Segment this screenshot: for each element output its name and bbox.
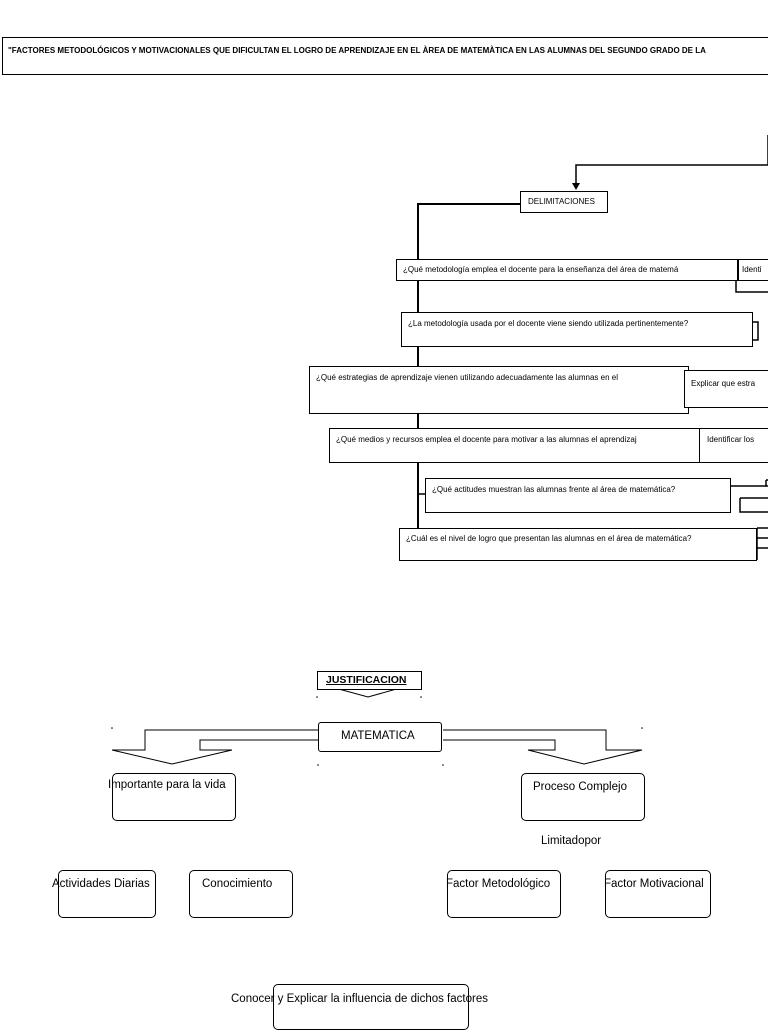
justificacion-label: JUSTIFICACION [326, 674, 407, 686]
question-box-1: ¿Qué metodología emplea el docente para … [396, 259, 738, 281]
diagram-title: "FACTORES METODOLÓGICOS Y MOTIVACIONALES… [8, 46, 706, 55]
side-text-4: Identificar los [707, 435, 755, 444]
title-box: "FACTORES METODOLÓGICOS Y MOTIVACIONALES… [2, 37, 768, 75]
conocimiento-box: Conocimiento [189, 870, 293, 918]
conocer-box [273, 984, 469, 1030]
side-text-3: Explicar que estra [691, 379, 756, 388]
question-box-2: ¿La metodología usada por el docente vie… [401, 312, 753, 347]
factor-metodologico-label: Factor Metodológico [446, 878, 551, 890]
side-box-4: Identificar los [699, 428, 768, 463]
question-text-1: ¿Qué metodología emplea el docente para … [403, 265, 679, 274]
matematica-box: MATEMATICA [318, 722, 442, 752]
factor-motivacional-label: Factor Motivacional [604, 878, 704, 890]
conocimiento-label: Conocimiento [202, 878, 273, 890]
justificacion-box: JUSTIFICACION [317, 671, 422, 690]
actividades-label: Actividades Diarias [52, 878, 150, 890]
matematica-label: MATEMATICA [341, 730, 415, 742]
importante-box [112, 773, 236, 821]
conocer-label: Conocer y Explicar la influencia de dich… [231, 993, 488, 1005]
actividades-box [58, 870, 156, 918]
question-box-6: ¿Cuál es el nivel de logro que presentan… [399, 528, 757, 561]
importante-label: Importante para la vida [108, 779, 226, 791]
question-box-4: ¿Qué medios y recursos emplea el docente… [329, 428, 701, 463]
side-box-3: Explicar que estra [684, 370, 768, 408]
question-text-2: ¿La metodología usada por el docente vie… [408, 319, 689, 328]
question-box-3: ¿Qué estrategias de aprendizaje vienen u… [309, 366, 689, 414]
delimitaciones-box: DELIMITACIONES [520, 191, 608, 213]
factor-metodologico-box [447, 870, 561, 918]
factor-motivacional-box [605, 870, 711, 918]
proceso-label: Proceso Complejo [533, 781, 627, 793]
side-box-1: Identi [738, 259, 768, 281]
question-box-5: ¿Qué actitudes muestran las alumnas fren… [425, 478, 731, 513]
proceso-box: Proceso Complejo [521, 773, 645, 821]
delimitaciones-label: DELIMITACIONES [528, 197, 595, 206]
question-text-3: ¿Qué estrategias de aprendizaje vienen u… [316, 373, 618, 382]
limitado-label: Limitadopor [541, 835, 602, 847]
question-text-4: ¿Qué medios y recursos emplea el docente… [336, 435, 637, 444]
question-text-5: ¿Qué actitudes muestran las alumnas fren… [432, 485, 676, 494]
side-text-1: Identi [742, 265, 762, 274]
question-text-6: ¿Cuál es el nivel de logro que presentan… [406, 534, 692, 543]
